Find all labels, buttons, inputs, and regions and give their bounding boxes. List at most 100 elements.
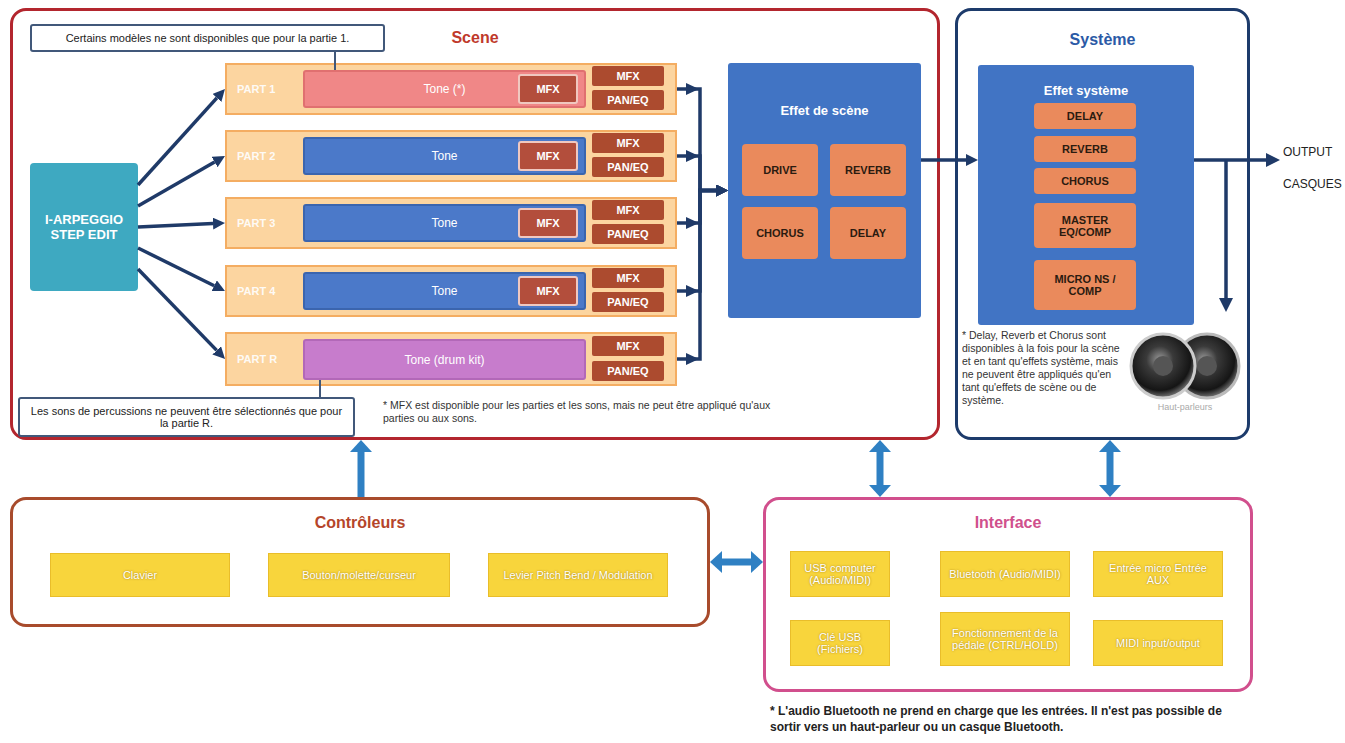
part-label: PART 4 <box>237 285 275 297</box>
box-label: Tone <box>431 149 457 163</box>
callout-note: Certains modèles ne sont disponibles que… <box>30 24 385 52</box>
box-label: MFX <box>536 217 559 229</box>
speaker-caption: Haut-parleurs <box>1130 402 1240 412</box>
box-label: PAN/EQ <box>607 94 648 106</box>
mfx-box: MFX <box>592 200 664 220</box>
speaker-cone <box>1197 356 1217 376</box>
box-label: Clé USB (Fichiers) <box>797 631 883 655</box>
block-arrow <box>358 452 365 497</box>
interface-box: USB computer (Audio/MIDI) <box>790 551 890 597</box>
box-label: CHORUS <box>1061 175 1109 187</box>
box-label: PAN/EQ <box>607 161 648 173</box>
title-text: Interface <box>766 514 1250 532</box>
pan-eq-box: PAN/EQ <box>592 224 664 244</box>
arrow-head <box>686 83 699 95</box>
box-label: PAN/EQ <box>607 296 648 308</box>
drum-tone-box: Tone (drum kit) <box>303 339 586 380</box>
flow-arrow <box>138 224 213 227</box>
arrow-head <box>686 285 699 297</box>
tone-box: Tone MFX <box>303 272 586 310</box>
effect-box: CHORUS <box>742 207 818 259</box>
tone-box: Tone MFX <box>303 204 586 242</box>
tone-box: Tone (*)MFX <box>303 70 586 108</box>
pan-eq-box: PAN/EQ <box>592 157 664 177</box>
mfx-box: MFX <box>592 133 664 153</box>
flow-arrow <box>138 269 217 350</box>
flow-arrow <box>677 191 716 360</box>
box-label: MASTER EQ/COMP <box>1042 214 1128 238</box>
pan-eq-box: PAN/EQ <box>592 292 664 312</box>
arrow-head <box>686 353 699 365</box>
speaker-symbol <box>1175 334 1239 398</box>
box-label: USB computer (Audio/MIDI) <box>797 562 883 586</box>
mfx-box: MFX <box>592 336 664 356</box>
footnote: * L'audio Bluetooth ne prend en charge q… <box>770 703 1240 735</box>
title-text: Effet de scène <box>728 103 921 118</box>
note-text: * MFX est disponible pour les parties et… <box>383 399 783 425</box>
box-label: MICRO NS / COMP <box>1042 273 1128 297</box>
block-arrow <box>877 452 884 485</box>
box-label: MFX <box>536 285 559 297</box>
interface-group: InterfaceUSB computer (Audio/MIDI) Blueto… <box>763 497 1253 692</box>
flow-arrow <box>677 191 716 224</box>
box-label: Bouton/molette/curseur <box>302 569 416 581</box>
controllers-group: ContrôleursClavier Bouton/molette/curseur… <box>10 497 710 627</box>
box-label: I-ARPEGGIO STEP EDIT <box>36 212 132 242</box>
output-label: CASQUES <box>1283 177 1345 191</box>
part-band: PART 2ToneMFXMFXPAN/EQ <box>225 130 677 182</box>
box-label: CHORUS <box>756 227 804 239</box>
box-label: PAN/EQ <box>607 365 648 377</box>
flow-arrow <box>138 162 215 206</box>
box-label: MFX <box>616 70 639 82</box>
interface-box: Clé USB (Fichiers) <box>790 620 890 666</box>
mfx-box: MFX <box>518 276 578 306</box>
block-arrow <box>1107 452 1114 485</box>
speaker-symbol <box>1131 334 1195 398</box>
controller-box: Bouton/molette/curseur <box>268 553 450 597</box>
box-label: Levier Pitch Bend / Modulation <box>503 569 652 581</box>
flow-arrow <box>677 156 716 191</box>
box-label: MIDI input/output <box>1116 637 1200 649</box>
callout-note: Les sons de percussions ne peuvent être … <box>18 397 355 437</box>
effect-box: DRIVE <box>742 144 818 196</box>
effect-box: DELAY <box>1034 103 1136 129</box>
box-label: DELAY <box>1067 110 1103 122</box>
box-label: Clavier <box>123 569 157 581</box>
output-line <box>1194 158 1268 162</box>
part-band: PART 3 Tone MFX MFX PAN/EQ <box>225 197 677 249</box>
box-label: DRIVE <box>763 164 797 176</box>
box-label: Tone (*) <box>423 82 465 96</box>
speaker-line <box>1224 160 1228 300</box>
part-band: PART RTone (drum kit)MFXPAN/EQ <box>225 332 677 386</box>
leader-line <box>319 380 321 397</box>
box-label: Tone (drum kit) <box>404 353 484 367</box>
box-label: Fonctionnement de la pédale (CTRL/HOLD) <box>947 627 1063 651</box>
box-label: Bluetooth (Audio/MIDI) <box>949 568 1060 580</box>
output-label: OUTPUT <box>1283 145 1343 159</box>
scene-effect-box: Effet de scèneDRIVEREVERBCHORUSDELAY <box>728 63 921 318</box>
box-label: Certains modèles ne sont disponibles que… <box>66 32 350 44</box>
arpeggio-box: I-ARPEGGIO STEP EDIT <box>30 163 138 291</box>
system-effect-box: Effet systèmeDELAYREVERBCHORUSMASTER EQ/… <box>978 65 1194 325</box>
box-label: MFX <box>536 150 559 162</box>
mfx-box: MFX <box>518 208 578 238</box>
box-label: Les sons de percussions ne peuvent être … <box>26 405 347 429</box>
part-label: PART 1 <box>237 83 275 95</box>
flow-arrow <box>138 248 214 286</box>
box-label: Tone <box>431 284 457 298</box>
flow-arrow <box>138 98 217 185</box>
controller-box: Levier Pitch Bend / Modulation <box>488 553 668 597</box>
flow-arrow <box>677 89 716 191</box>
box-label: Tone <box>431 216 457 230</box>
effect-box: REVERB <box>1034 136 1136 162</box>
tone-box: Tone MFX <box>303 137 586 175</box>
interface-box: Fonctionnement de la pédale (CTRL/HOLD) <box>940 612 1070 666</box>
arrow-head <box>1219 298 1233 312</box>
title-text: Contrôleurs <box>13 514 707 532</box>
box-label: REVERB <box>1062 143 1108 155</box>
part-label: PART 3 <box>237 217 275 229</box>
leader-line <box>334 52 336 70</box>
box-label: MFX <box>616 137 639 149</box>
effect-box: REVERB <box>830 144 906 196</box>
